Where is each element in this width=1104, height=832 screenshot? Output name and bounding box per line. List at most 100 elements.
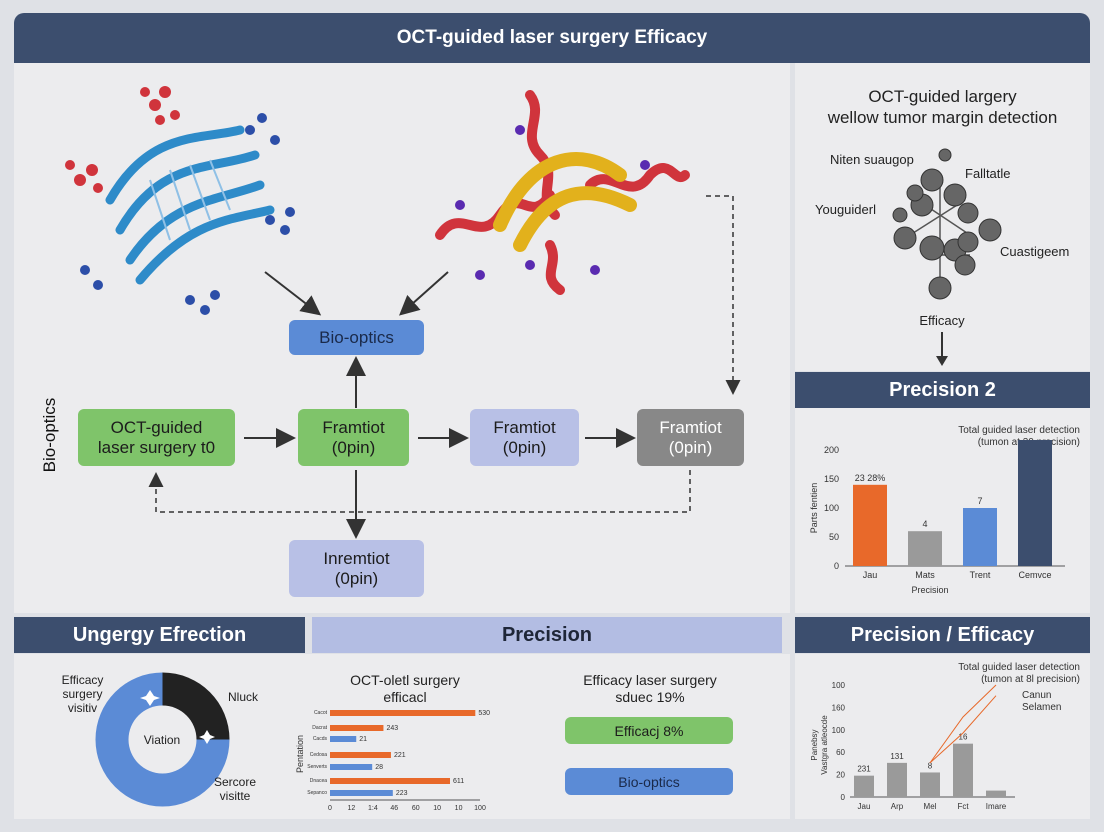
hbar-xtick: 12	[348, 805, 356, 812]
br-xtick: Jau	[858, 802, 871, 811]
p2-bar	[1018, 440, 1052, 566]
br-ytick: 160	[832, 703, 846, 712]
br-xtick: Arp	[891, 802, 904, 811]
hbar-bar	[330, 710, 476, 716]
bio-optics-button[interactable]: Bio-optics	[565, 768, 733, 795]
br-bar-label: 8	[928, 761, 933, 770]
down-arrow-icon	[936, 332, 948, 366]
p2-ylabel: Parts fentien	[809, 483, 819, 534]
br-bar	[920, 772, 940, 797]
dna-molecule-icon	[65, 86, 295, 315]
hbar-value: 243	[386, 725, 398, 732]
hbar-bar	[330, 752, 391, 758]
br-ytick: 100	[832, 726, 846, 735]
p2-bar-label: 4	[922, 519, 927, 529]
hbar-xtick: 0	[328, 805, 332, 812]
framtiot-box-1[interactable]: Framtiot (0pin)	[298, 409, 409, 466]
br-bar-label: 16	[959, 733, 968, 742]
p2-ytick: 100	[824, 503, 839, 513]
label-youguider: Youguiderl	[815, 202, 876, 217]
p2-bar	[908, 531, 942, 566]
hbar-xtick: 46	[390, 805, 398, 812]
oct-guided-box[interactable]: OCT-guided laser surgery t0	[78, 409, 235, 466]
br-xtick: Mel	[924, 802, 937, 811]
hbar-chart-title: OCT-oletl surgery efficacl	[350, 672, 460, 705]
hbar-category: Cacds	[313, 736, 328, 742]
page-title: OCT-guided laser surgery Efficacy	[14, 13, 1090, 63]
br-ytick: 60	[836, 748, 845, 757]
p2-bar	[963, 508, 997, 566]
hbar-category: Dacrat	[312, 725, 327, 731]
bottom-right-subtitle: Total guided laser detection (tumon at 8…	[958, 662, 1080, 685]
hbar-bar	[330, 790, 393, 796]
bio-optics-box[interactable]: Bio-optics	[289, 320, 424, 355]
hbar-bar	[330, 778, 450, 784]
hbar-bar	[330, 764, 373, 770]
p2-xlabel: Precision	[911, 585, 948, 595]
efficacy-button[interactable]: Efficacj 8%	[565, 717, 733, 744]
framtiot-box-3[interactable]: Framtiot (0pin)	[637, 409, 744, 466]
sparkle-icon	[140, 690, 160, 706]
hbar-category: Sepanco	[307, 790, 327, 796]
br-bar	[854, 775, 874, 797]
inremtiot-box[interactable]: Inremtiot (0pin)	[289, 540, 424, 597]
hbar-xtick: 10	[455, 805, 463, 812]
side-label: Bio-optics	[40, 397, 59, 473]
hbar-value: 21	[359, 736, 367, 743]
hbar-xtick: 1:4	[368, 805, 378, 812]
bottom-mid-right-title: Efficacy laser surgery sduec 19%	[583, 672, 717, 705]
donut-label-sercore: Sercore visitte	[213, 775, 257, 803]
hbar-value: 223	[396, 790, 408, 797]
label-fallitate: Falltatle	[965, 166, 1011, 181]
br-ytick: 0	[841, 793, 846, 802]
bottom-right-panel	[795, 654, 1090, 819]
hbar-xtick: 100	[474, 805, 486, 812]
framtiot-box-2[interactable]: Framtiot (0pin)	[470, 409, 579, 466]
bottom-mid-title: Precision	[312, 617, 782, 653]
bottom-right-legend: Canun Selamen	[1022, 690, 1062, 713]
br-bar	[953, 743, 973, 797]
label-efficacy: Efficacy	[919, 313, 965, 328]
hbar-category: Dnacea	[310, 778, 327, 784]
p2-xtick: Mats	[915, 570, 935, 580]
bottom-right-title: Precision / Efficacy	[795, 617, 1090, 653]
right-top-title: OCT-guided largery wellow tumor margin d…	[827, 87, 1058, 127]
p2-ytick: 50	[829, 532, 839, 542]
hbar-category: Cacot	[314, 710, 328, 716]
hbar-value: 28	[375, 764, 383, 771]
br-line-series	[929, 695, 997, 764]
hbar-category: Senverts	[307, 764, 327, 770]
br-bar	[887, 762, 907, 797]
p2-ytick: 200	[824, 445, 839, 455]
hbar-bar	[330, 736, 357, 742]
sparkle-icon	[199, 730, 215, 744]
hbar-xtick: 10	[433, 805, 441, 812]
p2-xtick: Trent	[970, 570, 991, 580]
donut-label-efficacy: Efficacy surgery visitiv	[61, 673, 104, 715]
p2-ytick: 150	[824, 474, 839, 484]
donut-label-viation: Viation	[143, 733, 181, 747]
hbar-category: Cedosa	[310, 752, 327, 758]
hbar-value: 611	[453, 778, 464, 785]
hbar-xtick: 60	[412, 805, 420, 812]
label-cuastigeem: Cuastigeem	[1000, 244, 1070, 259]
br-ytick: 20	[836, 771, 845, 780]
cluster-molecule-icon	[892, 148, 1002, 300]
donut-label-nluck: Nluck	[227, 690, 258, 704]
br-xtick: Fct	[957, 802, 969, 811]
protein-molecule-icon	[435, 90, 690, 295]
br-bar	[986, 790, 1006, 797]
p2-xtick: Jau	[863, 570, 878, 580]
p2-xtick: Cemvce	[1018, 570, 1051, 580]
donut-chart	[95, 672, 230, 807]
hbar-bar	[330, 725, 384, 731]
br-line-series	[929, 684, 997, 764]
br-xtick: Imare	[986, 802, 1007, 811]
hbar-value: 221	[394, 752, 406, 759]
hbar-value: 530	[478, 710, 490, 717]
p2-bar-label: 7	[977, 496, 982, 506]
br-ytick: 100	[832, 681, 846, 690]
